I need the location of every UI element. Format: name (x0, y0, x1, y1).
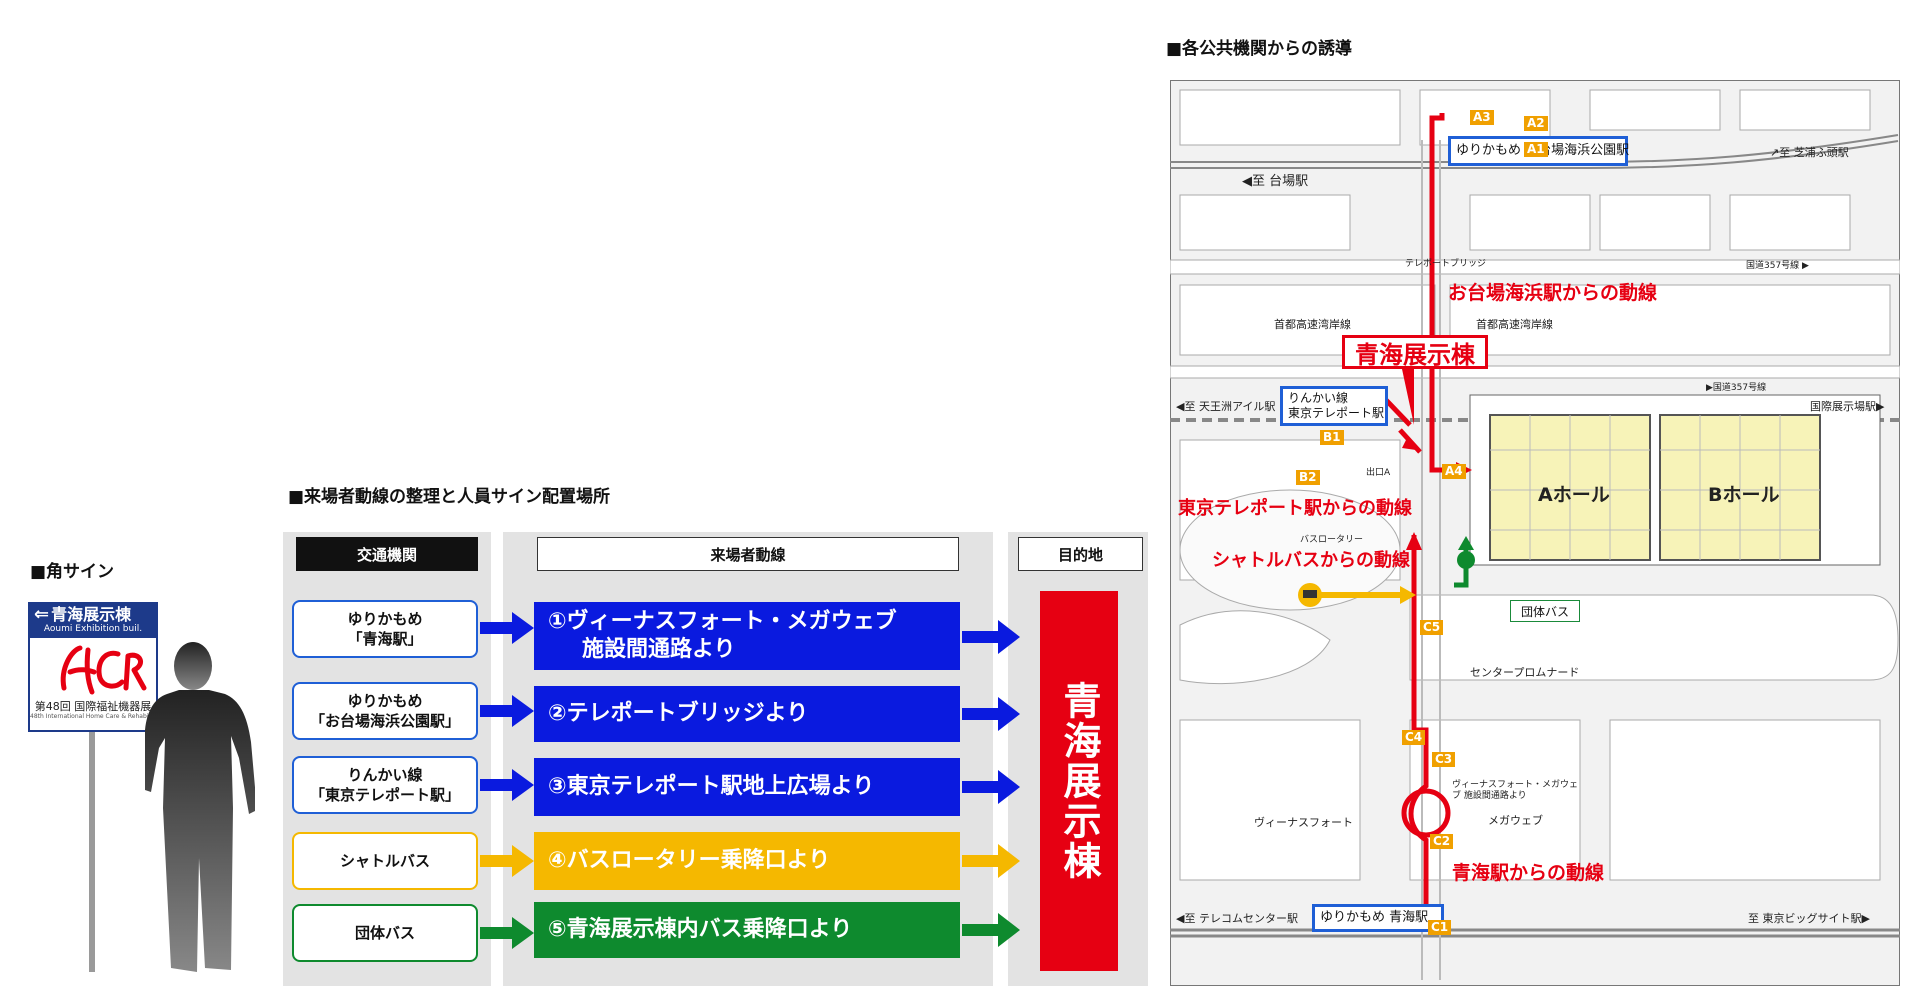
label-expressway-left: 首都高速湾岸線 (1274, 318, 1351, 331)
aomi-exhibition-title: 青海展示棟 (1342, 335, 1488, 369)
label-bus-rotary: バスロータリー (1300, 535, 1364, 545)
transport-station: 「東京テレポート駅」 (309, 786, 460, 804)
sign-header: ⇐ 青海展示棟 Aoumi Exhibition buil. (30, 604, 156, 638)
arrow-right-icon (962, 844, 1020, 878)
exit-tag-c5: C5 (1420, 620, 1444, 635)
label-center-promenade: センタープロムナード (1470, 666, 1580, 679)
sign-footer-sub-text: 48th International Home Care & Rehabilit… (30, 713, 156, 720)
transport-shuttle-bus: シャトルバス (292, 832, 478, 890)
access-map: ゆりかもめ お台場海浜公園駅 りんかい線 東京テレポート駅 ゆりかもめ 青海駅 … (1170, 80, 1900, 986)
flow-table-heading: ■来場者動線の整理と人員サイン配置場所 (288, 487, 611, 507)
transport-line: ゆりかもめ (347, 610, 423, 628)
label-route357-mid: ▶国道357号線 (1706, 383, 1767, 393)
arrow-right-icon (962, 770, 1020, 804)
arrow-right-icon (480, 695, 534, 727)
station-label: ゆりかもめ 青海駅 (1320, 910, 1429, 925)
exit-tag-c2: C2 (1430, 834, 1454, 849)
transport-group-bus: 団体バス (292, 904, 478, 962)
route-band-venusfort: ①ヴィーナスフォート・メガウェブ 施設間通路より (534, 602, 960, 670)
transport-line: ゆりかもめ (347, 692, 423, 710)
arrow-right-icon (480, 612, 534, 644)
transport-line: りんかい線 (347, 766, 423, 784)
arrow-right-icon (480, 769, 534, 801)
arrow-right-icon (962, 697, 1020, 731)
label-passage: ヴィーナスフォート・メガウェブ 施設間通路より (1452, 780, 1579, 801)
corner-sign-heading: ■角サイン (30, 562, 115, 582)
exit-tag-c3: C3 (1432, 752, 1456, 767)
exit-tag-b1: B1 (1320, 430, 1344, 445)
label-to-shibaura: ↗至 芝浦ふ頭駅 (1770, 146, 1849, 159)
hall-a-label: Aホール (1538, 484, 1610, 506)
exit-tag-a2: A2 (1524, 116, 1548, 131)
label-to-kokusai: 国際展示場駅▶ (1810, 400, 1885, 413)
route-label-shuttle: シャトルバスからの動線 (1212, 550, 1410, 571)
arrow-right-icon (962, 620, 1020, 654)
route-band-inner-bus: ⑤青海展示棟内バス乗降口より (534, 902, 960, 958)
exit-tag-a4: A4 (1442, 464, 1466, 479)
exit-tag-c4: C4 (1402, 730, 1426, 745)
label-teleport-bridge: テレポートブリッジ (1405, 259, 1487, 269)
transport-header: 交通機関 (296, 537, 478, 571)
exit-tag-a1: A1 (1524, 142, 1548, 157)
sign-main-text: 青海展示棟 (51, 605, 132, 624)
sign-sub-text: Aoumi Exhibition buil. (43, 624, 143, 634)
station-line-label: りんかい線 (1288, 391, 1349, 405)
route-label-odaiba: お台場海浜駅からの動線 (1448, 282, 1658, 304)
route-band-bus-rotary: ④バスロータリー乗降口より (534, 832, 960, 890)
arrow-right-icon (962, 913, 1020, 947)
route-text-line2: 施設間通路より (582, 637, 736, 662)
station-label: 東京テレポート駅 (1288, 406, 1385, 420)
left-arrow-icon: ⇐ (34, 604, 50, 625)
station-tokyo-teleport: りんかい線 東京テレポート駅 (1280, 386, 1388, 426)
exit-tag-b2: B2 (1296, 470, 1320, 485)
map-base (1170, 80, 1900, 986)
exit-tag-a3: A3 (1470, 110, 1494, 125)
label-to-big-sight: 至 東京ビッグサイト駅▶ (1748, 912, 1870, 925)
transport-line: シャトルバス (339, 852, 430, 870)
transport-yurikamome-odaiba: ゆりかもめ 「お台場海浜公園駅」 (292, 682, 478, 740)
arrow-right-icon (480, 917, 534, 949)
route-label-aomi: 青海駅からの動線 (1452, 862, 1605, 884)
destination-box: 青海展示棟 (1040, 591, 1118, 971)
hall-b-label: Bホール (1708, 484, 1780, 506)
label-megaweb: メガウェブ (1488, 814, 1543, 827)
route-text: ④バスロータリー乗降口より (548, 848, 831, 873)
person-silhouette (139, 638, 257, 982)
title-pointer-icon (1402, 369, 1414, 425)
route-header: 来場者動線 (537, 537, 959, 571)
route-text: ③東京テレポート駅地上広場より (548, 774, 875, 799)
hcr-logo (30, 638, 156, 700)
transport-line: 団体バス (354, 924, 415, 942)
label-venus-fort: ヴィーナスフォート (1254, 816, 1353, 829)
label-expressway-right: 首都高速湾岸線 (1476, 318, 1553, 331)
transport-station: 「お台場海浜公園駅」 (309, 712, 460, 730)
sign-footer-text: 第48回 国際福祉機器展 (34, 700, 152, 713)
label-exit-a: 出口A (1366, 468, 1391, 478)
station-aomi: ゆりかもめ 青海駅 (1312, 904, 1444, 932)
transport-rinkai-teleport: りんかい線 「東京テレポート駅」 (292, 756, 478, 814)
route-text: ⑤青海展示棟内バス乗降口より (548, 917, 853, 942)
map-heading: ■各公共機関からの誘導 (1166, 39, 1353, 59)
route-label-teleport: 東京テレポート駅からの動線 (1178, 498, 1412, 519)
label-route357-top: 国道357号線 ▶ (1746, 261, 1809, 271)
route-band-teleport-plaza: ③東京テレポート駅地上広場より (534, 758, 960, 816)
arrow-right-icon (480, 845, 534, 877)
label-to-daiba: ◀至 台場駅 (1242, 174, 1309, 189)
route-text: ①ヴィーナスフォート・メガウェブ (548, 609, 897, 634)
corner-sign: ⇐ 青海展示棟 Aoumi Exhibition buil. 第48回 国際福祉… (28, 602, 158, 732)
destination-header: 目的地 (1018, 537, 1143, 571)
transport-station: 「青海駅」 (347, 630, 423, 648)
exit-tag-c1: C1 (1428, 920, 1452, 935)
label-to-tennozu: ◀至 天王洲アイル駅 (1176, 400, 1276, 413)
transport-yurikamome-aomi: ゆりかもめ 「青海駅」 (292, 600, 478, 658)
label-group-bus: 団体バス (1510, 600, 1580, 622)
sign-pole (89, 732, 95, 972)
label-to-telecom: ◀至 テレコムセンター駅 (1176, 912, 1298, 925)
route-text: ②テレポートブリッジより (548, 701, 809, 726)
route-band-teleport-bridge: ②テレポートブリッジより (534, 686, 960, 742)
